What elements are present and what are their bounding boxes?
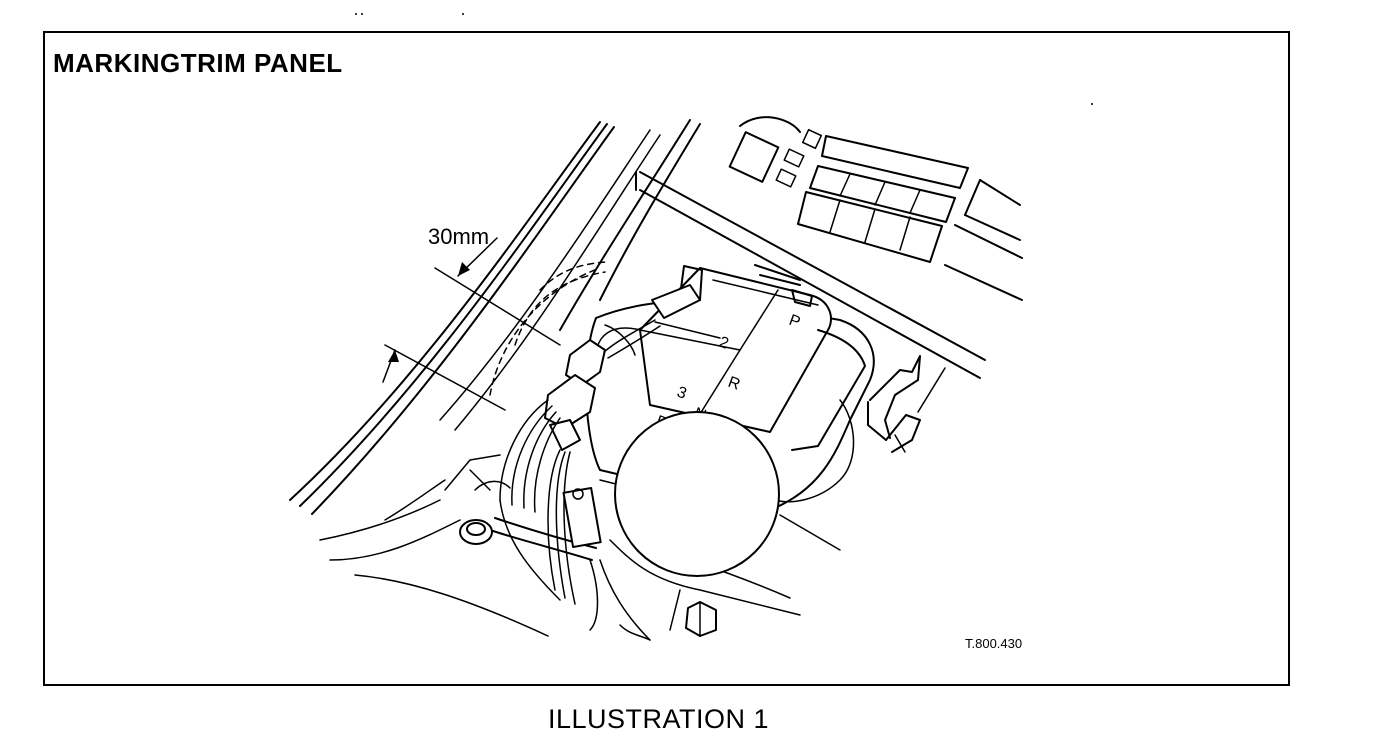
page-title: MARKINGTRIM PANEL — [53, 48, 343, 78]
scan-specks — [355, 13, 1093, 105]
trim-panel-edges — [289, 119, 701, 637]
dimension-label: 30mm — [428, 224, 489, 249]
dimension-30mm — [382, 237, 561, 411]
console-bracket — [867, 355, 946, 453]
fixing-stud — [459, 519, 717, 637]
figure-caption: ILLUSTRATION 1 — [548, 704, 770, 734]
wiring-harness — [469, 284, 701, 631]
gear-letter-r: R — [726, 374, 743, 394]
gear-knob — [614, 411, 780, 577]
reference-code: T.800.430 — [965, 636, 1022, 651]
illustration-frame — [43, 31, 1290, 686]
marking-guide — [489, 261, 607, 396]
dashboard-switches — [635, 116, 1023, 379]
